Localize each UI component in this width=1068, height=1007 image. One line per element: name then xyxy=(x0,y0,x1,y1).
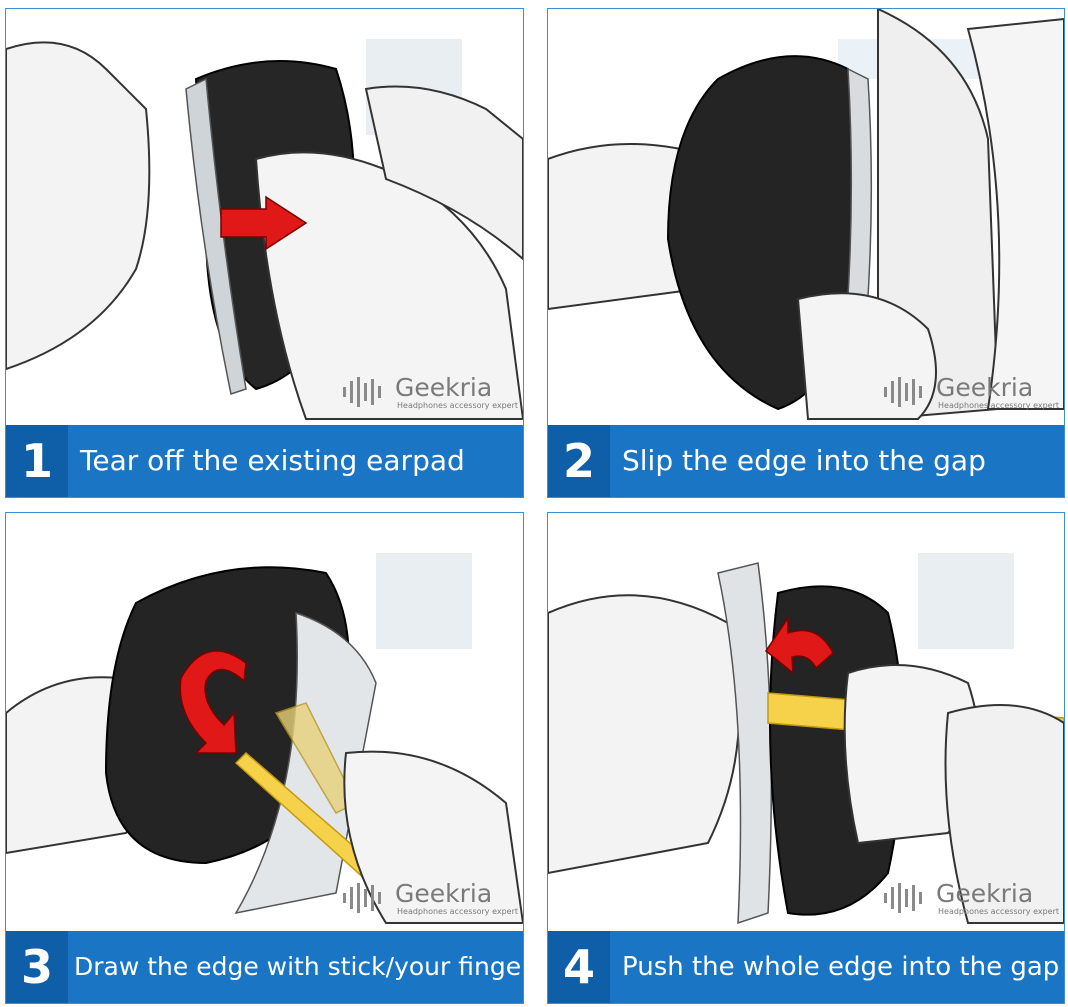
geekria-watermark: Geekria Headphones accessory expert xyxy=(884,879,1059,919)
sound-wave-icon xyxy=(343,377,381,407)
sound-wave-icon xyxy=(884,883,922,913)
step-4-caption-bar: 4 Push the whole edge into the gap xyxy=(548,931,1064,1003)
step-3-illustration xyxy=(6,553,523,924)
sound-wave-icon xyxy=(343,883,381,913)
rotate-arrow-icon xyxy=(764,615,834,675)
step-3-panel: Geekria Headphones accessory expert 3 Dr… xyxy=(5,512,524,1004)
step-2-text: Slip the edge into the gap xyxy=(622,444,986,477)
watermark-tagline: Headphones accessory expert xyxy=(938,401,1060,410)
step-4-text: Push the whole edge into the gap xyxy=(622,952,1060,982)
step-1-illustration xyxy=(6,39,523,420)
watermark-tagline: Headphones accessory expert xyxy=(397,401,519,410)
step-3-caption-bar: 3 Draw the edge with stick/your finger xyxy=(6,931,523,1003)
watermark-brand: Geekria xyxy=(936,879,1034,908)
watermark-brand: Geekria xyxy=(395,373,493,402)
step-1-panel: Geekria Headphones accessory expert 1 Te… xyxy=(5,8,524,498)
watermark-tagline: Headphones accessory expert xyxy=(397,907,519,916)
step-2-panel: Geekria Headphones accessory expert 2 Sl… xyxy=(547,8,1065,498)
geekria-watermark: Geekria Headphones accessory expert xyxy=(343,879,518,919)
watermark-tagline: Headphones accessory expert xyxy=(938,907,1060,916)
watermark-brand: Geekria xyxy=(395,879,493,908)
step-3-text: Draw the edge with stick/your finger xyxy=(74,952,524,981)
step-1-text: Tear off the existing earpad xyxy=(80,444,465,477)
step-4-illustration xyxy=(548,553,1064,925)
watermark-brand: Geekria xyxy=(936,373,1034,402)
rotate-arrow-icon xyxy=(179,650,247,754)
step-4-number: 4 xyxy=(548,931,610,1003)
step-2-illustration xyxy=(548,9,1064,421)
geekria-watermark: Geekria Headphones accessory expert xyxy=(884,373,1059,413)
step-4-panel: Geekria Headphones accessory expert 4 Pu… xyxy=(547,512,1065,1004)
direction-arrow-icon xyxy=(220,195,308,251)
step-1-caption-bar: 1 Tear off the existing earpad xyxy=(6,425,523,497)
step-1-number: 1 xyxy=(6,425,68,497)
sound-wave-icon xyxy=(884,377,922,407)
step-2-caption-bar: 2 Slip the edge into the gap xyxy=(548,425,1064,497)
step-2-number: 2 xyxy=(548,425,610,497)
step-3-number: 3 xyxy=(6,931,68,1003)
geekria-watermark: Geekria Headphones accessory expert xyxy=(343,373,518,413)
